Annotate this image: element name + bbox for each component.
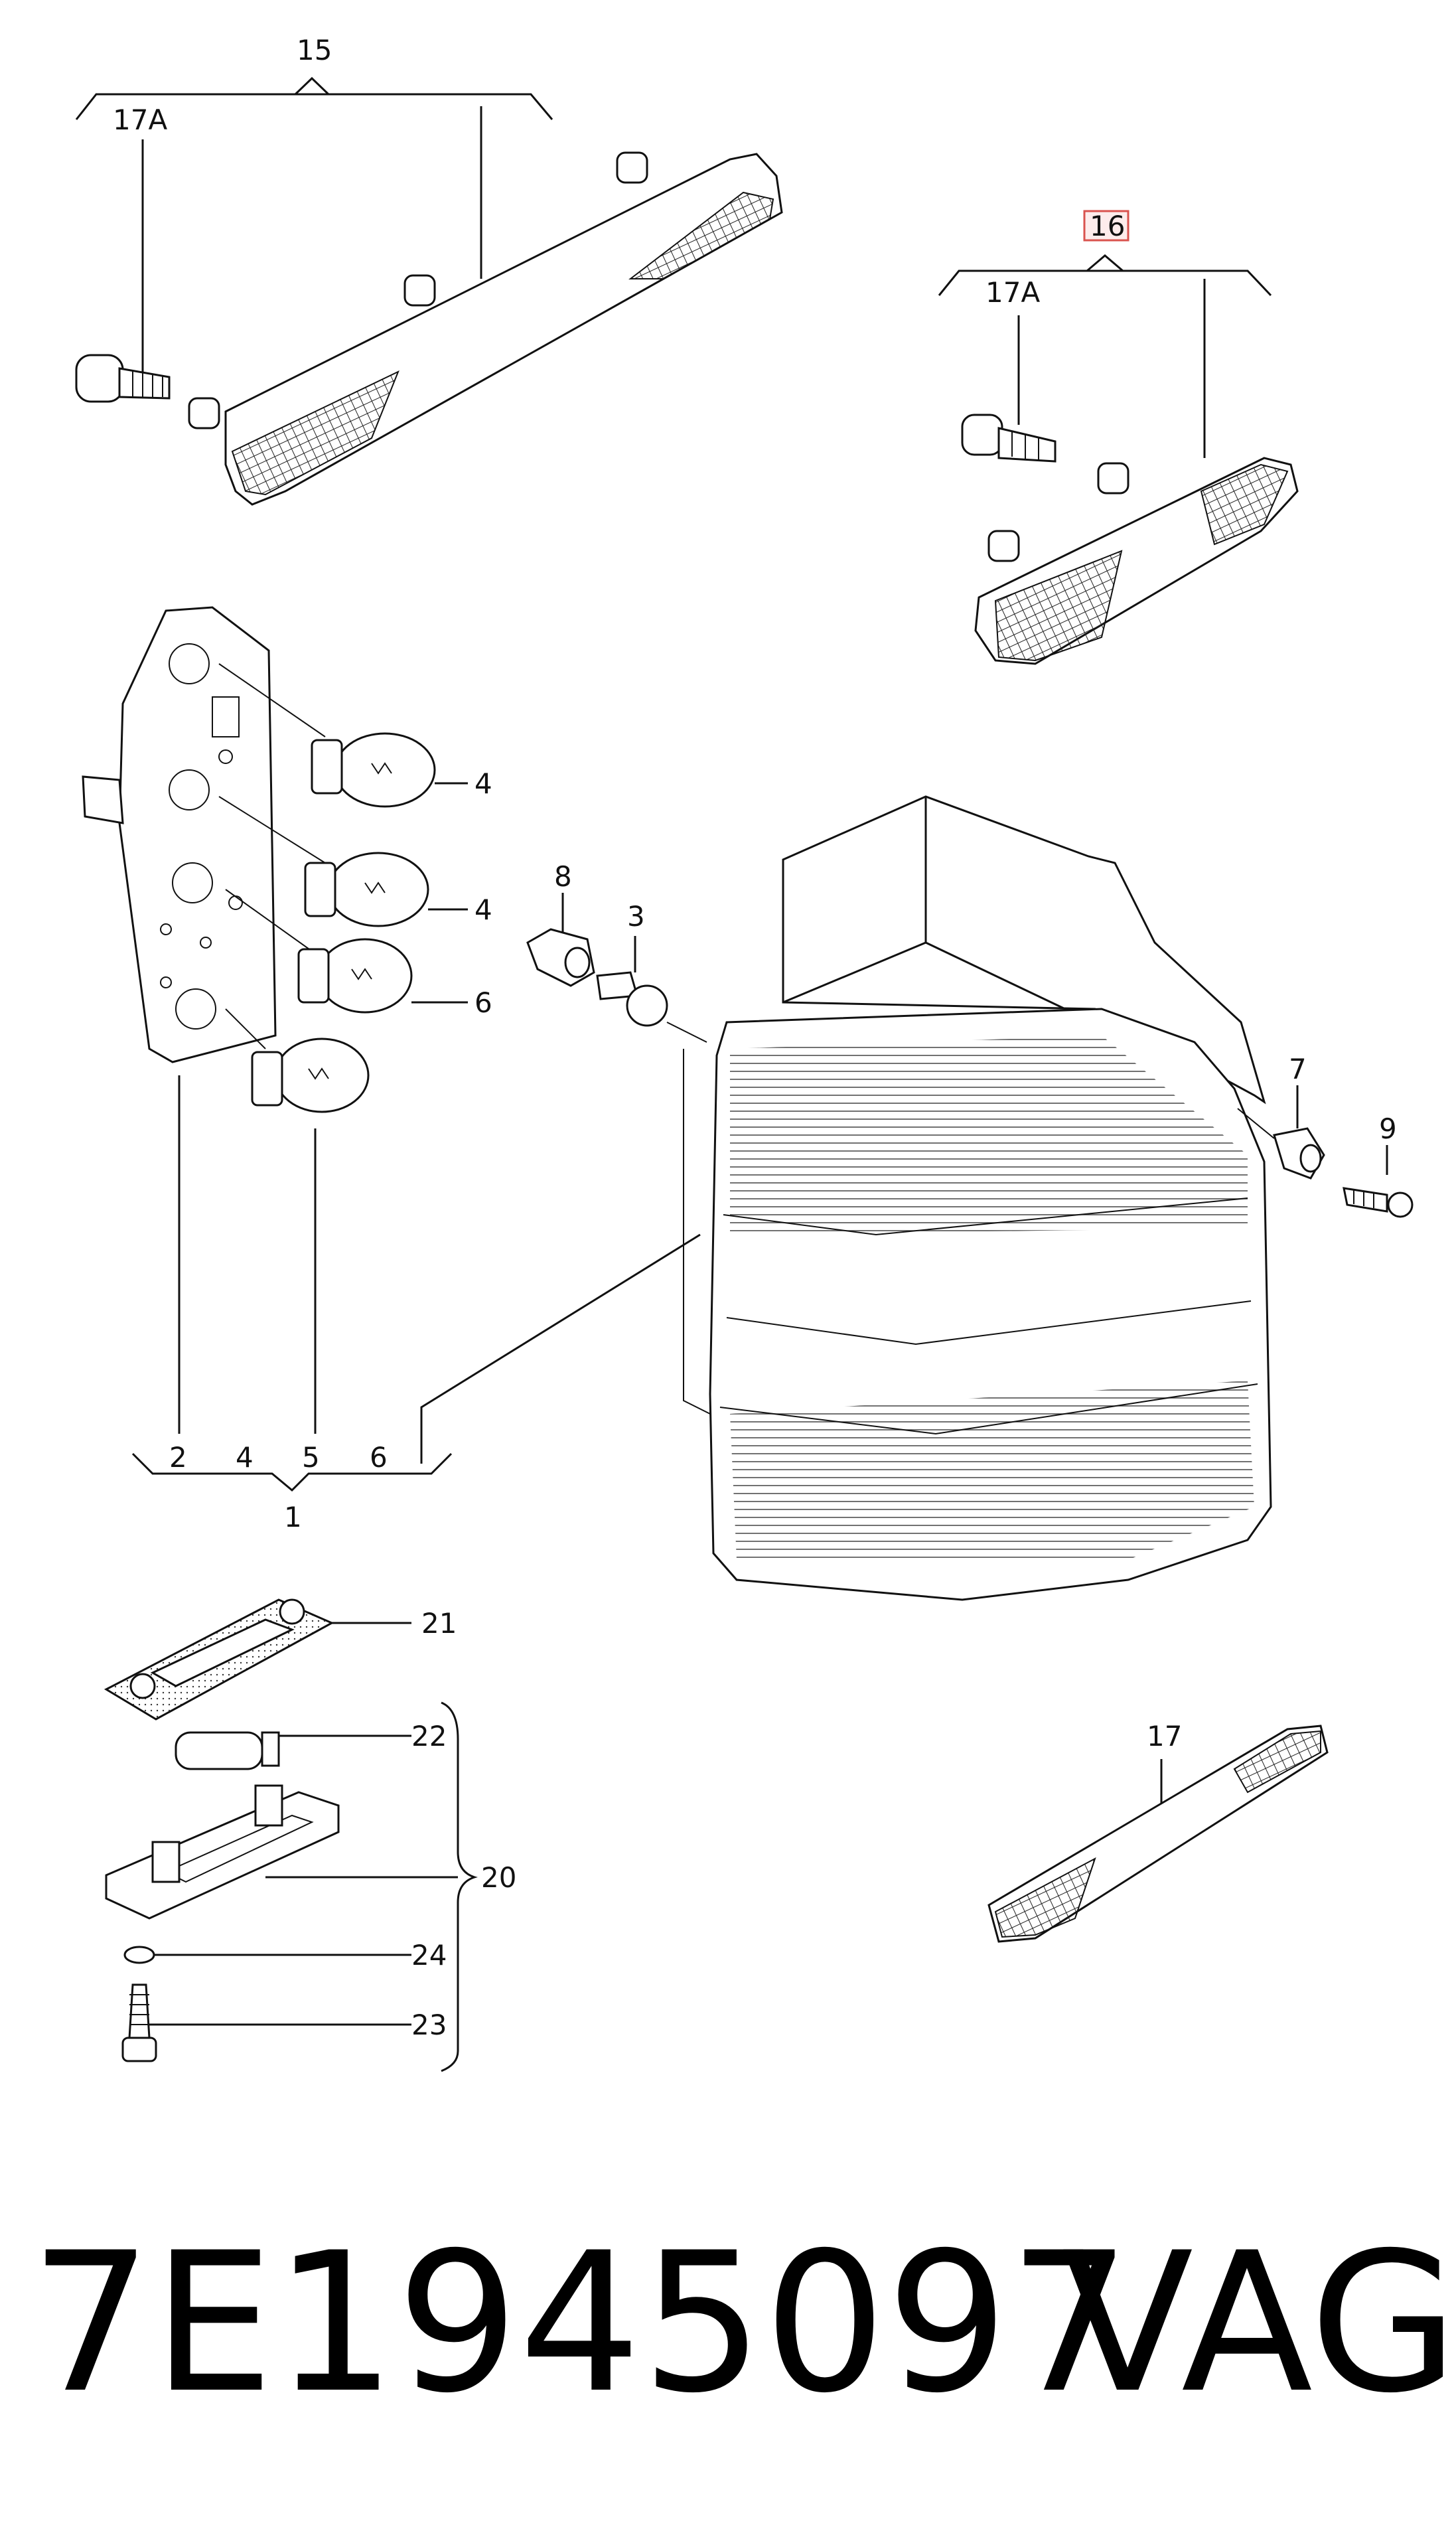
callout-22: 22 (411, 1720, 447, 1752)
callout-3: 3 (627, 900, 645, 933)
callout-17a-top: 17A (113, 104, 167, 136)
callout-7: 7 (1289, 1053, 1307, 1085)
brand-label: VAG (1062, 2212, 1456, 2435)
fastener-7-9 (1237, 1085, 1414, 1218)
fastener-8-3 (526, 893, 707, 1043)
tail-light-assembly (683, 795, 1272, 1601)
side-light-16 (938, 210, 1299, 665)
callout-2: 2 (169, 1441, 187, 1474)
callout-1: 1 (284, 1501, 302, 1533)
license-plate-light-20 (104, 1598, 478, 2072)
callout-5: 5 (302, 1441, 320, 1474)
callout-4b: 4 (474, 893, 492, 926)
callout-16: 16 (1090, 210, 1125, 242)
bulb-carrier (82, 606, 468, 1434)
callout-6: 6 (474, 986, 492, 1019)
callout-20: 20 (481, 1861, 516, 1894)
part-number: 7E1945097 (30, 2212, 1131, 2435)
callout-4a: 4 (474, 767, 492, 800)
callout-4c: 4 (236, 1441, 254, 1474)
callout-23: 23 (411, 2009, 447, 2041)
callout-24: 24 (411, 1939, 447, 1971)
callout-6b: 6 (370, 1441, 388, 1474)
callout-21: 21 (421, 1607, 457, 1640)
bracket-assembly-1 (131, 1233, 701, 1492)
callout-9: 9 (1379, 1113, 1397, 1145)
callout-17a-right: 17A (985, 276, 1040, 309)
high-brake-light-15 (75, 76, 783, 506)
callout-17: 17 (1147, 1720, 1182, 1752)
reflector-17 (987, 1725, 1329, 1943)
callout-15: 15 (297, 34, 332, 66)
callout-8: 8 (554, 860, 572, 893)
